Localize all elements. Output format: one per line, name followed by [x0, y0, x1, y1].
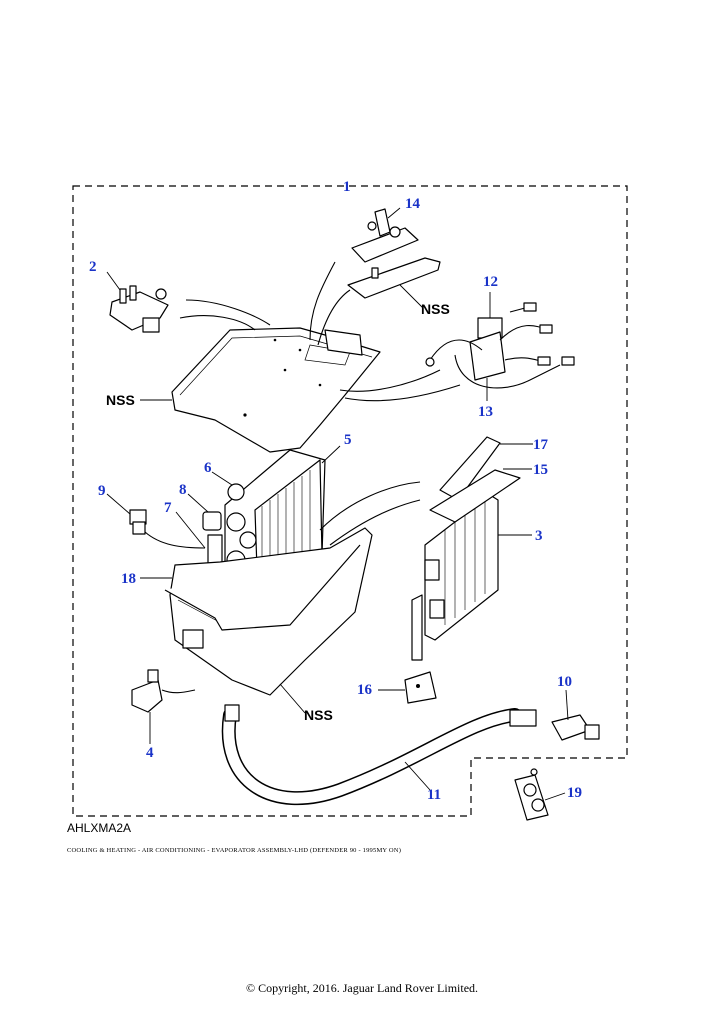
callout-19: 19: [567, 785, 582, 801]
callout-2: 2: [89, 259, 97, 275]
callout-16: 16: [357, 682, 373, 698]
diagram-caption: COOLING & HEATING - AIR CONDITIONING - E…: [67, 847, 402, 854]
callout-15: 15: [533, 462, 548, 478]
nss-label-bottom: NSS: [304, 707, 333, 723]
callout-8: 8: [179, 482, 187, 498]
upper-cover: [171, 327, 381, 453]
leader-lines: [106, 207, 569, 801]
callout-10: 10: [557, 674, 572, 690]
fitting-part-10: [551, 714, 600, 741]
callout-5: 5: [344, 432, 352, 448]
hose-part-11: [221, 704, 537, 806]
callout-6: 6: [204, 460, 212, 476]
callout-3: 3: [535, 528, 543, 544]
seal-pads: [429, 436, 521, 523]
callout-13: 13: [478, 404, 493, 420]
copyright-notice: © Copyright, 2016. Jaguar Land Rover Lim…: [245, 981, 479, 995]
relay-harness: [425, 302, 575, 389]
assembly-boundary: [72, 185, 628, 817]
callout-4: 4: [146, 745, 154, 761]
switch-part-9: [129, 509, 206, 549]
callout-1: 1: [343, 179, 351, 195]
evaporator-housing: [164, 527, 373, 696]
callout-9: 9: [98, 483, 106, 499]
callout-18: 18: [121, 571, 136, 587]
callout-11: 11: [427, 787, 441, 803]
clamp-part-16: [404, 671, 437, 704]
nss-label-left: NSS: [106, 392, 135, 408]
callout-7: 7: [164, 500, 172, 516]
switch-part-4: [131, 669, 196, 713]
drawing-code: AHLXMA2A: [67, 821, 132, 835]
resistor-part-2: [109, 285, 169, 333]
nss-label-top-right: NSS: [421, 301, 450, 317]
fitting-part-19: [514, 768, 549, 821]
bracket-part-14: [351, 208, 419, 263]
callout-17: 17: [533, 437, 549, 453]
callout-14: 14: [405, 196, 421, 212]
connector-curves: [179, 261, 461, 546]
callout-12: 12: [483, 274, 498, 290]
bracket-nss: [347, 257, 441, 299]
